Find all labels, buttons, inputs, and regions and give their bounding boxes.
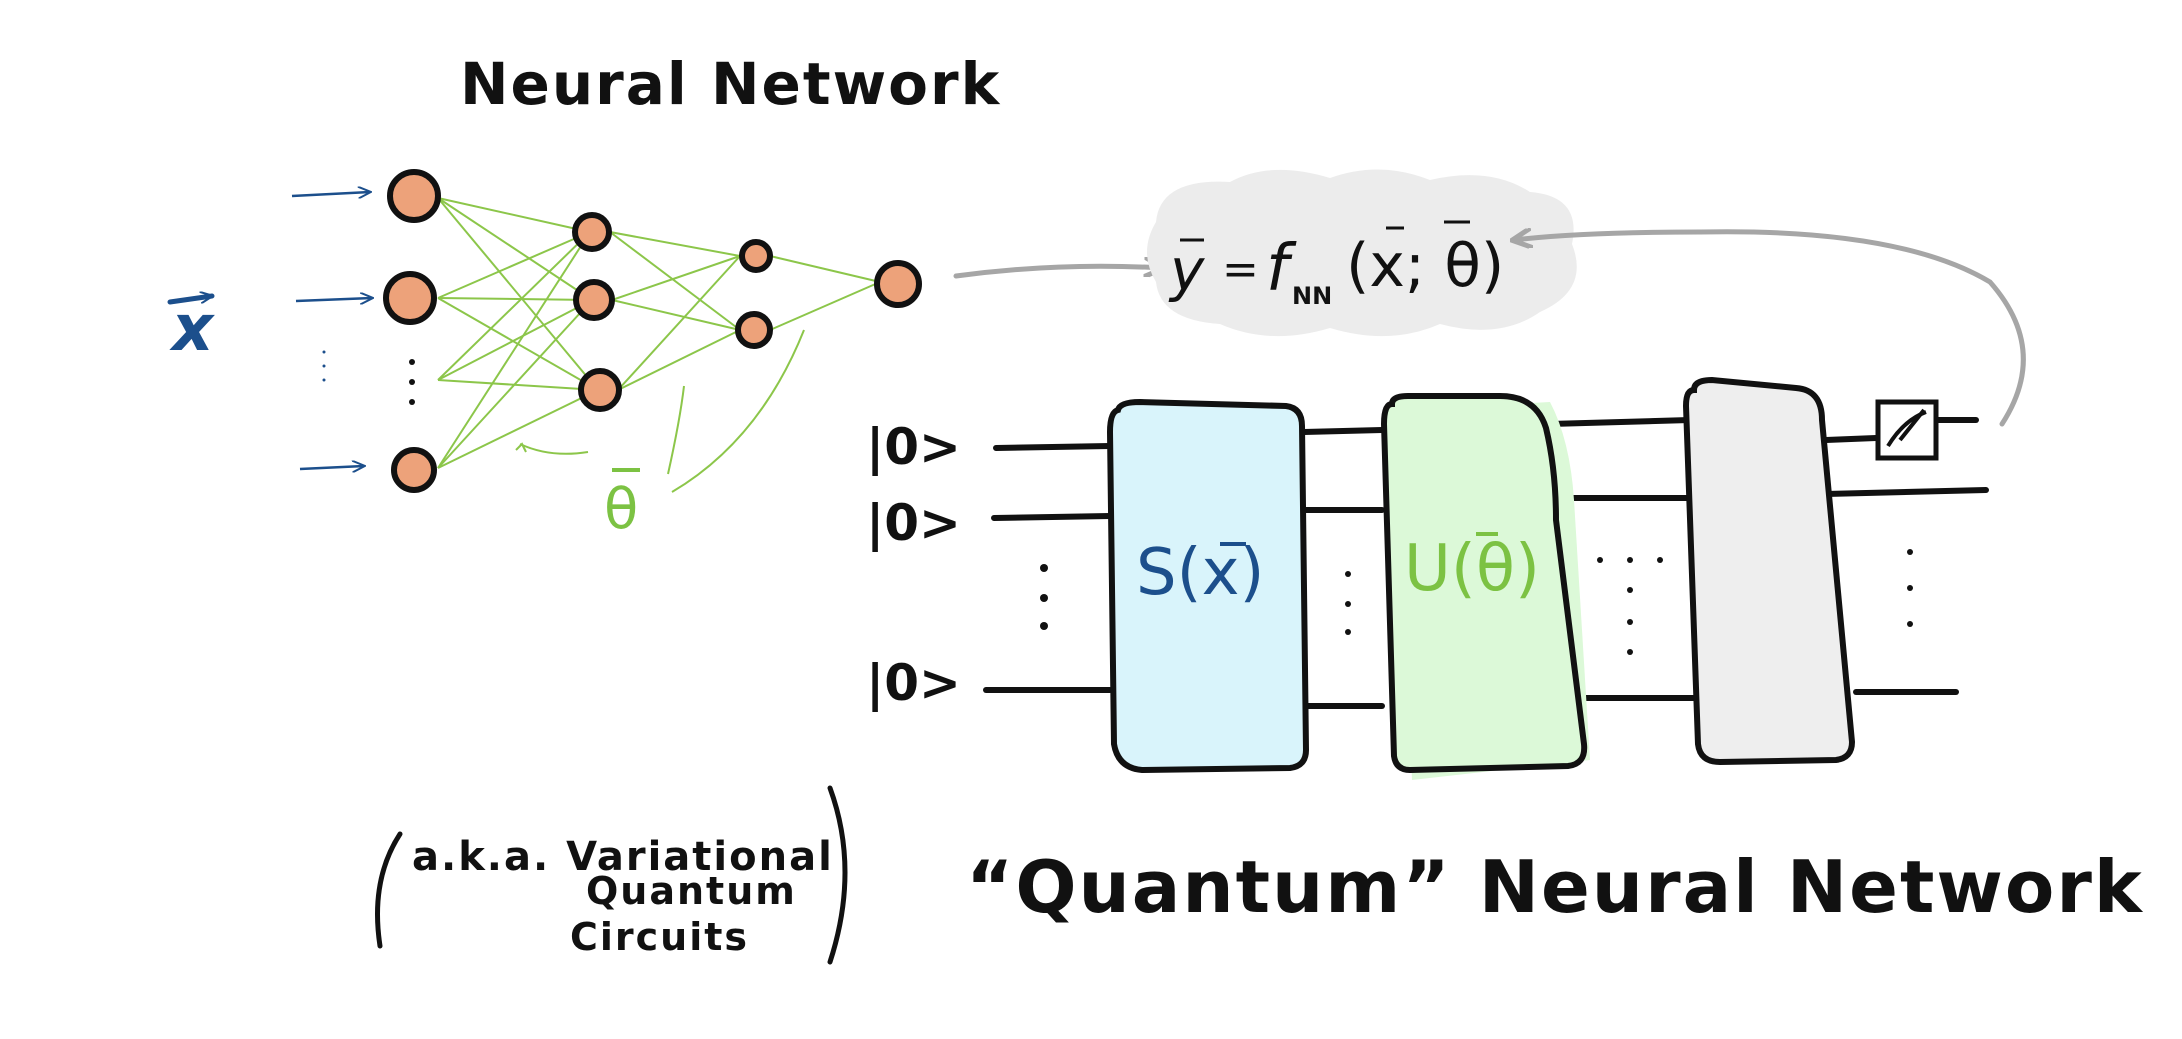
network-edges [437,197,881,493]
gate-encoding-label: S(x) [1136,536,1264,610]
gate-generic-box [1682,376,1856,766]
feedback-arrow [1514,232,2026,427]
ellipsis-dot [322,350,326,354]
aka-line-1: a.k.a. Variational [412,834,834,880]
input-vector-label: x [169,292,215,366]
output-node [874,260,922,308]
network-nodes [383,169,922,493]
input-vector: x [167,292,215,366]
gate-variational-box [1380,393,1588,774]
theta-label: θ [604,477,638,542]
ellipsis-dot [322,378,326,382]
formula-eq: = [1222,244,1259,295]
input-node [387,169,441,223]
gate-variational: U(θ) [1380,393,1590,780]
output-arrow [953,266,1162,279]
qubit-labels: |0> |0> |0> [866,418,961,712]
vector-arrow-icon [167,296,212,305]
input-arrow [299,466,364,469]
formula-args: (x; θ) [1346,231,1504,301]
gate-variational-label: U(θ) [1404,532,1540,606]
hidden-node [578,368,622,412]
gate-generic [1682,376,1856,766]
aka-note: a.k.a. Variational Quantum Circuits [375,785,848,965]
ellipsis-dot [322,364,326,368]
input-node [383,271,437,325]
aka-line-3: Circuits [570,915,749,959]
hidden-node [572,212,612,252]
aka-line-2: Quantum [586,869,797,913]
gate-encoding-box [1106,398,1310,774]
formula-cloud: y = f NN (x; θ) [1147,169,1577,337]
qnn-caption: “Quantum” Neural Network [966,845,2144,929]
formula-lhs: y [1168,236,1205,304]
gate-encoding: S(x) [1106,398,1310,774]
qubit-label: |0> [866,494,961,552]
input-node [391,447,437,493]
neural-network-title: Neural Network [460,50,1001,118]
hidden-node [739,239,773,273]
qubit-label: |0> [866,418,961,476]
qubit-label: |0> [866,654,961,712]
wire-ellipses [1040,549,1913,655]
input-arrow [291,192,370,196]
circuit-wires [983,417,1989,709]
meter-icon [1875,399,1939,461]
hidden-node [735,311,773,349]
hidden-node [573,279,615,321]
formula-func-sub: NN [1292,282,1332,310]
input-arrows [291,192,372,469]
input-ellipsis [409,359,415,405]
input-arrow [295,298,372,301]
